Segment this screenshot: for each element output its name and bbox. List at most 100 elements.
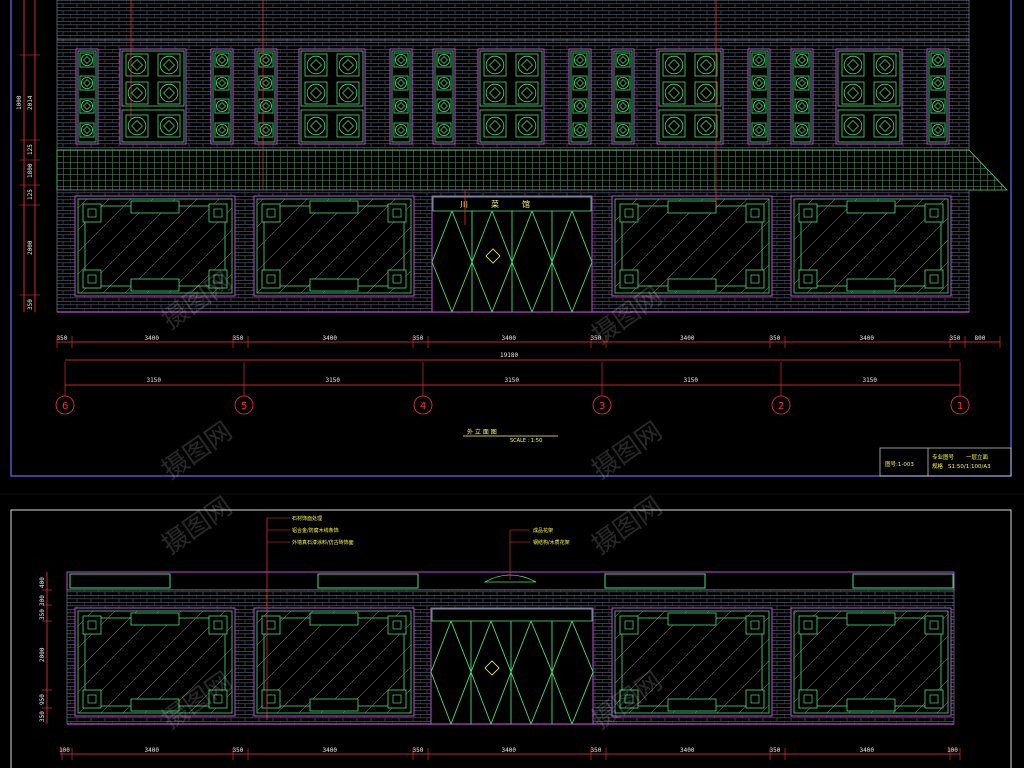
- narrow-windows: [75, 48, 950, 145]
- watermark-text: 摄图网: [157, 416, 238, 485]
- vdim-6: 2000: [27, 240, 34, 255]
- title-block: 图号:1-003 专业图号 一层立面 规格 S1:50/1:100/A3: [879, 447, 1012, 477]
- bvdim-3: 350: [39, 609, 46, 620]
- bottom-elevation: 石材饰面处理 铝合金/防腐木线条饰 外墙真石漆涂料/仿古砖饰面 成品花架 钢结构…: [39, 515, 961, 760]
- dim-label: 3400: [145, 747, 160, 754]
- grid-spacing-label: 3150: [505, 377, 520, 384]
- dim-label: 350: [413, 335, 424, 342]
- sign-char-3: 馆: [522, 199, 530, 209]
- narrow-window: [568, 48, 592, 145]
- lattice-window: [298, 48, 366, 145]
- arch-ornament: [483, 574, 537, 583]
- grid-spacing-label: 3150: [863, 377, 878, 384]
- dim-label: 350: [950, 335, 961, 342]
- dim-label: 3400: [323, 747, 338, 754]
- axis-bubble: [234, 395, 254, 415]
- bottom-door-ornament-icon: [484, 660, 500, 676]
- lattice-panel: [790, 607, 952, 717]
- dim-label: 350: [591, 335, 602, 342]
- left-vertical-dimension: 1000 2014 125 1800 125 2000 350: [16, 0, 40, 312]
- total-dimension: 19180: [500, 352, 518, 359]
- project-label: 专业图号: [932, 453, 955, 461]
- drawing-scale: SCALE : 1:50: [510, 438, 542, 444]
- door-sign-board: [432, 196, 592, 212]
- drawing-frame-top: [10, 0, 1012, 477]
- dim-label: 350: [770, 335, 781, 342]
- bvdim-5: 950: [39, 694, 46, 705]
- lattice-panel: [74, 195, 236, 297]
- narrow-window: [254, 48, 278, 145]
- axis-bubble: [950, 395, 970, 415]
- bottom-door: [430, 607, 594, 725]
- narrow-window: [747, 48, 771, 145]
- grid-spacing-label: 3150: [684, 377, 699, 384]
- sign-char-1: 川: [460, 200, 468, 209]
- bvdim-4: 2000: [39, 647, 46, 662]
- vdim-1: 1000: [16, 95, 23, 110]
- lattice-window: [477, 48, 545, 145]
- lattice-window: [656, 48, 724, 145]
- dim-label: 350: [57, 335, 68, 342]
- watermark-text: 摄图网: [157, 491, 238, 560]
- lattice-panel: [790, 195, 952, 297]
- dim-label: 3400: [323, 335, 338, 342]
- axis-bubble: [55, 395, 75, 415]
- watermark-text: 摄图网: [587, 416, 668, 485]
- sheet-number: 图号:1-003: [885, 460, 914, 468]
- bvdim-1: 400: [39, 577, 46, 588]
- axis-bubble: [771, 395, 791, 415]
- watermark-text: 摄图网: [587, 491, 668, 560]
- grid-spacing-label: 3150: [326, 377, 341, 384]
- door-ornament-icon: [485, 248, 501, 264]
- bottom-lattice-panels: [74, 607, 952, 717]
- lattice-panel: [611, 195, 773, 297]
- grid-spacing-label: 3150: [147, 377, 162, 384]
- axis-label: 4: [420, 401, 426, 412]
- dim-label: 350: [591, 747, 602, 754]
- bvdim-6: 350: [39, 711, 46, 722]
- vdim-5: 125: [27, 189, 34, 200]
- narrow-window: [75, 48, 99, 145]
- dim-label: 3400: [680, 335, 695, 342]
- front-door: 川 菜 馆: [431, 195, 593, 313]
- dim-label: 100: [947, 747, 958, 754]
- vdim-2: 2014: [27, 95, 34, 110]
- axis-bubble: [413, 395, 433, 415]
- annotation-1: 石材饰面处理: [292, 515, 322, 522]
- annotation-2: 铝合金/防腐木线条饰: [292, 527, 339, 534]
- narrow-window: [210, 48, 234, 145]
- axis-label: 6: [62, 401, 68, 412]
- axis-label: 2: [778, 401, 784, 412]
- sign-char-2: 菜: [491, 199, 499, 209]
- axis-label: 5: [241, 401, 247, 412]
- narrow-window: [926, 48, 950, 145]
- drawing-frame-bottom: [10, 509, 1012, 768]
- bvdim-2: 300: [39, 595, 46, 606]
- vdim-3: 125: [27, 144, 34, 155]
- tiled-eave: [56, 149, 1008, 191]
- drawing-title: 外 立 面 图: [467, 428, 497, 436]
- dim-label: 3400: [502, 335, 517, 342]
- lattice-window: [835, 48, 903, 145]
- narrow-window: [611, 48, 635, 145]
- bottom-left-vertical-dimension: 400 300 350 2000 950 350: [39, 572, 52, 724]
- lattice-panel: [74, 607, 236, 717]
- dim-label: 350: [770, 747, 781, 754]
- dim-label: 3400: [860, 747, 875, 754]
- narrow-window: [790, 48, 814, 145]
- lattice-panel: [611, 607, 773, 717]
- annotation-5: 钢结构/木质花架: [533, 539, 570, 546]
- top-elevation: 川 菜 馆 1000 2014 125: [16, 0, 1012, 477]
- code-value: S1:50/1:100/A3: [948, 464, 991, 470]
- narrow-window: [389, 48, 413, 145]
- lattice-panel: [253, 607, 415, 717]
- vdim-4: 1800: [27, 163, 34, 178]
- dim-label: 350: [233, 335, 244, 342]
- lattice-panels: [74, 195, 952, 297]
- dim-label: 3400: [502, 747, 517, 754]
- axis-bubble: [592, 395, 612, 415]
- lattice-window: [119, 48, 187, 145]
- dim-label: 3400: [145, 335, 160, 342]
